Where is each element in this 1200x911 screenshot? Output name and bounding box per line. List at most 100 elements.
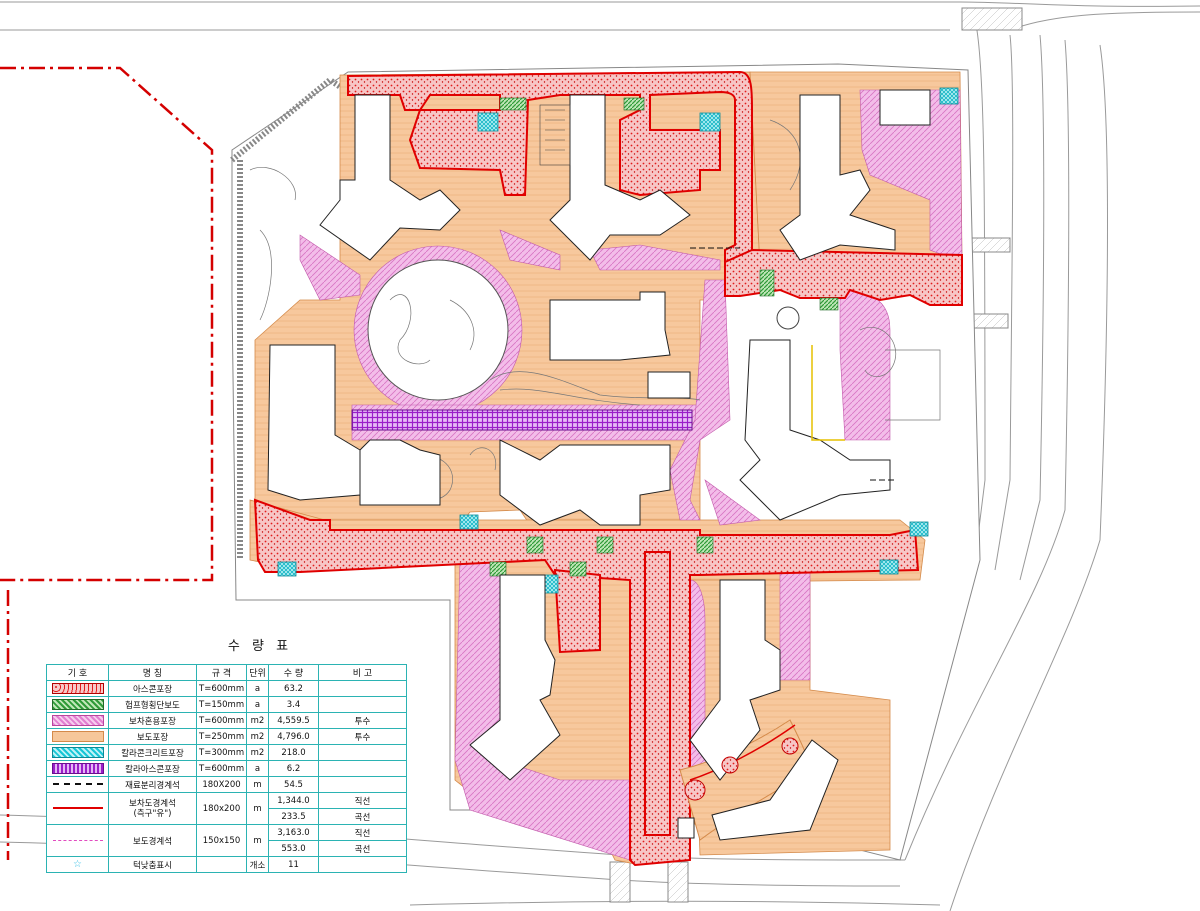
asphalt-roads: [253, 70, 963, 867]
table-row: 재료분리경계석 180X200 m 54.5: [46, 776, 407, 793]
buildings: [267, 89, 931, 841]
stair-block: [539, 104, 571, 166]
header-name: 명 칭: [108, 664, 197, 681]
row-name: 보차도경계석: [129, 798, 176, 809]
row-spec: [196, 856, 247, 873]
row-name: 턱낮춤표시: [108, 856, 197, 873]
row-qty: 233.5: [268, 808, 319, 825]
row-note: [318, 680, 407, 697]
row-name-sub: (측구"유"): [133, 808, 172, 819]
table-row: 칼라아스콘포장 T=600mm a 6.2: [46, 760, 407, 777]
yellow-edge: [811, 345, 845, 441]
row-unit: m2: [246, 744, 269, 761]
row-unit: a: [246, 680, 269, 697]
se-curb: [689, 724, 796, 781]
row-name: 재료분리경계석: [108, 776, 197, 793]
row-qty: 4,559.5: [268, 712, 319, 729]
header-symbol: 기 호: [46, 664, 109, 681]
site-boundary: [0, 66, 214, 860]
row-qty: 54.5: [268, 776, 319, 793]
row-note: 곡선: [318, 840, 407, 857]
row-unit: a: [246, 696, 269, 713]
central-plaza: [367, 259, 509, 401]
tree-pit-2: [684, 779, 706, 801]
row-note: [318, 776, 407, 793]
walk-swatch-icon: [51, 731, 104, 742]
row-spec: T=600mm: [196, 680, 247, 697]
table-row: 보도포장 T=250mm m2 4,796.0 투수: [46, 728, 407, 745]
asphalt-swatch-icon: [51, 683, 104, 694]
row-qty: 3.4: [268, 696, 319, 713]
row-qty: 6.2: [268, 760, 319, 777]
row-qty: 1,344.0: [268, 792, 319, 809]
header-spec: 규 격: [196, 664, 247, 681]
row-qty: 218.0: [268, 744, 319, 761]
color-asphalt-strip: [351, 409, 693, 431]
color-concrete-swatch-icon: [51, 747, 104, 758]
row-name: 험프형횡단보도: [108, 696, 197, 713]
quantity-table: 기 호 명 칭 규 격 단위 수 량 비 고 아스콘포장 T=600mm a 6…: [46, 664, 407, 873]
row-name: 칼라아스콘포장: [108, 760, 197, 777]
header-unit: 단위: [246, 664, 269, 681]
row-name: 칼라콘크리트포장: [108, 744, 197, 761]
quantity-table-title: 수 량 표: [227, 639, 293, 654]
header-note: 비 고: [318, 664, 407, 681]
hump-crosswalks: [489, 97, 839, 577]
color-asphalt-swatch-icon: [51, 763, 104, 774]
row-note: 직선: [318, 824, 407, 841]
row-name: 아스콘포장: [108, 680, 197, 697]
row-unit: m: [246, 792, 269, 825]
row-unit: m2: [246, 728, 269, 745]
table-row: 아스콘포장 T=600mm a 63.2: [46, 680, 407, 697]
table-row: 233.5 곡선: [47, 808, 407, 825]
row-spec: 180x200: [196, 792, 247, 825]
guard-box: [677, 817, 695, 839]
row-spec: T=250mm: [196, 728, 247, 745]
crosswalk-south-2: [667, 861, 689, 903]
tactile-star-icon: ☆: [73, 859, 82, 870]
table-row: 보차도경계석 (측구"유") 180x200 m 1,344.0 직선: [46, 792, 407, 825]
tree-pit-1: [781, 737, 799, 755]
row-note: [318, 696, 407, 713]
row-qty: 4,796.0: [268, 728, 319, 745]
crosswalk-east-1: [969, 237, 1011, 253]
row-name: 보도경계석: [108, 824, 197, 857]
tree-pit-3: [721, 756, 739, 774]
row-spec: T=600mm: [196, 712, 247, 729]
row-unit: m: [246, 776, 269, 793]
header-qty: 수 량: [268, 664, 319, 681]
row-name: 보차혼용포장: [108, 712, 197, 729]
table-row: 칼라콘크리트포장 T=300mm m2 218.0: [46, 744, 407, 761]
row-unit: 개소: [246, 856, 269, 873]
row-spec: T=300mm: [196, 744, 247, 761]
row-qty: 63.2: [268, 680, 319, 697]
row-note: 투수: [318, 728, 407, 745]
row-spec: T=150mm: [196, 696, 247, 713]
table-row: ☆ 턱낮춤표시 개소 11: [46, 856, 407, 873]
hump-swatch-icon: [51, 699, 104, 710]
row-note: [318, 856, 407, 873]
row-note: [318, 744, 407, 761]
row-qty: 11: [268, 856, 319, 873]
table-row: 보차혼용포장 T=600mm m2 4,559.5 투수: [46, 712, 407, 729]
row-unit: m: [246, 824, 269, 857]
separation-lines: [690, 247, 895, 481]
row-note: 곡선: [318, 808, 407, 825]
crosswalk-east-2: [971, 313, 1009, 329]
table-header-row: 기 호 명 칭 규 격 단위 수 량 비 고: [46, 664, 407, 681]
row-unit: m2: [246, 712, 269, 729]
row-note: [318, 760, 407, 777]
crosswalk-south-1: [609, 861, 631, 903]
table-row: 보도경계석 150x150 m 3,163.0 직선: [46, 824, 407, 857]
red-curb-line-icon: [52, 807, 103, 809]
dash-line-icon: [52, 783, 103, 785]
crosswalk-top: [961, 7, 1023, 31]
row-spec: 150x150: [196, 824, 247, 857]
mixed-swatch-icon: [51, 715, 104, 726]
pink-curb-line-icon: [52, 839, 103, 841]
row-spec: 180X200: [196, 776, 247, 793]
stair-lines: [545, 109, 565, 151]
table-row: 험프형횡단보도 T=150mm a 3.4: [46, 696, 407, 713]
